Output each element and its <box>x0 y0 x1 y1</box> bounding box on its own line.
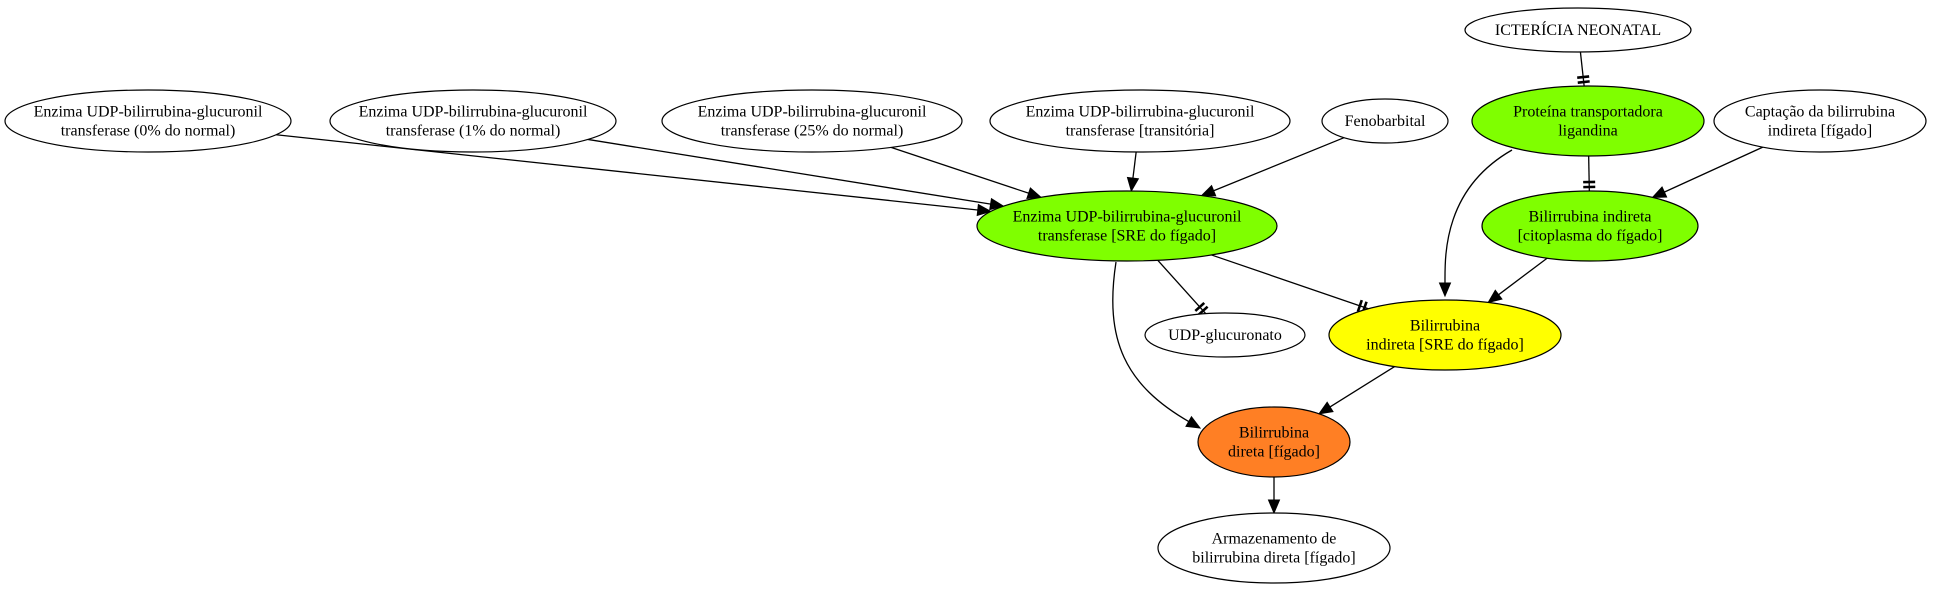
inhibition-tick <box>1577 80 1590 84</box>
inhibition-tick <box>1356 299 1364 312</box>
node-label-line: bilirrubina direta [fígado] <box>1192 550 1356 567</box>
edge-line <box>1588 155 1590 192</box>
node-label-line: ligandina <box>1558 123 1618 140</box>
inhibition-tick <box>1194 301 1206 312</box>
edge-line <box>890 146 1030 195</box>
node-bilirrubina-direta: Bilirrubina direta [fígado] <box>1197 406 1351 478</box>
inhibition-tick <box>1577 75 1590 80</box>
nodes-layer: Enzima UDP-bilirrubina-glucuronil transfe… <box>4 7 1927 584</box>
node-label-line: ICTERÍCIA NEONATAL <box>1495 20 1661 39</box>
arrowhead <box>1438 282 1452 298</box>
edge-line <box>1157 259 1207 315</box>
node-label-line: Armazenamento de <box>1212 531 1337 548</box>
edge-ligandina-to-biliIndSRE <box>1438 149 1513 298</box>
edge-line <box>1132 151 1137 180</box>
edge-line <box>1444 149 1513 285</box>
node-ellipse <box>1471 85 1705 157</box>
edge-enzSRE-to-udp <box>1157 259 1209 316</box>
node-label-line: Fenobarbital <box>1345 113 1426 130</box>
node-label-line: transferase (25% do normal) <box>721 123 904 140</box>
node-label-line: Proteína transportadora <box>1513 104 1663 121</box>
arrowhead <box>1200 184 1217 197</box>
node-ellipse <box>4 89 292 153</box>
node-ellipse <box>1713 89 1927 153</box>
edge-biliCito-to-biliIndSRE <box>1487 257 1548 304</box>
node-label-line: [citoplasma do fígado] <box>1518 228 1663 245</box>
node-proteina-ligandina: Proteína transportadora ligandina <box>1471 85 1705 157</box>
node-ellipse <box>1157 512 1391 584</box>
edge-line <box>1497 257 1548 296</box>
node-captacao-bilirrubina: Captação da bilirrubina indireta [fígado] <box>1713 89 1927 153</box>
node-enzima-1-por-cento: Enzima UDP-bilirrubina-glucuronil transfe… <box>329 89 617 153</box>
node-label-line: UDP-glucuronato <box>1168 327 1282 344</box>
edge-ligandina-to-biliCito <box>1583 155 1596 192</box>
arrowhead <box>1185 415 1202 429</box>
node-bilirrubina-indireta-citoplasma: Bilirrubina indireta [citoplasma do fígad… <box>1481 190 1699 262</box>
edge-line <box>1211 254 1369 310</box>
node-enzima-transitoria: Enzima UDP-bilirrubina-glucuronil transfe… <box>989 89 1291 153</box>
node-label-line: Enzima UDP-bilirrubina-glucuronil <box>698 104 927 121</box>
edge-icter-to-ligandina <box>1577 51 1590 87</box>
node-ellipse <box>1328 299 1562 371</box>
node-ellipse <box>1464 7 1692 53</box>
node-label-line: Bilirrubina indireta <box>1528 209 1651 226</box>
arrowhead <box>1267 499 1281 515</box>
arrowhead <box>1126 176 1140 193</box>
node-ellipse <box>1481 190 1699 262</box>
node-udp-glucuronato: UDP-glucuronato <box>1144 312 1306 358</box>
edge-line <box>587 138 992 205</box>
edge-line <box>1579 51 1585 87</box>
edge-biliDireta-to-armaz <box>1267 477 1281 515</box>
node-label-line: Bilirrubina <box>1410 318 1480 335</box>
node-label-line: transferase (1% do normal) <box>386 123 561 140</box>
node-ellipse <box>976 190 1278 262</box>
node-enzima-sre-figado: Enzima UDP-bilirrubina-glucuronil transfe… <box>976 190 1278 262</box>
node-enzima-25-por-cento: Enzima UDP-bilirrubina-glucuronil transfe… <box>661 89 963 153</box>
arrowhead <box>1026 187 1043 199</box>
node-label-line: Bilirrubina <box>1239 425 1309 442</box>
edge-line <box>1663 146 1764 194</box>
edge-enz25-to-enzSRE <box>890 146 1043 199</box>
node-ellipse <box>1197 406 1351 478</box>
node-label-line: Enzima UDP-bilirrubina-glucuronil <box>359 104 588 121</box>
node-bilirrubina-indireta-sre: Bilirrubina indireta [SRE do fígado] <box>1328 299 1562 371</box>
edge-enzTrans-to-enzSRE <box>1126 151 1140 193</box>
node-label-line: transferase [transitória] <box>1066 123 1215 140</box>
edge-feno-to-enzSRE <box>1200 137 1345 197</box>
node-ellipse <box>989 89 1291 153</box>
arrowhead <box>976 203 992 217</box>
node-label-line: transferase [SRE do fígado] <box>1038 228 1216 245</box>
node-label-line: indireta [fígado] <box>1768 123 1872 140</box>
edge-line <box>1328 365 1395 408</box>
node-ictericia-neonatal: ICTERÍCIA NEONATAL <box>1464 7 1692 53</box>
edge-line <box>1112 261 1190 423</box>
node-ellipse <box>661 89 963 153</box>
node-ellipse <box>1144 312 1306 358</box>
edge-biliIndSRE-to-biliDireta <box>1317 365 1395 415</box>
node-enzima-0-por-cento: Enzima UDP-bilirrubina-glucuronil transfe… <box>4 89 292 153</box>
edge-enzSRE-to-biliDireta <box>1112 261 1202 429</box>
edge-line <box>1212 137 1345 192</box>
arrowhead <box>1651 186 1668 198</box>
node-ellipse <box>1321 98 1449 144</box>
inhibition-tick <box>1197 305 1209 316</box>
node-armazenamento: Armazenamento de bilirrubina direta [fíga… <box>1157 512 1391 584</box>
node-label-line: transferase (0% do normal) <box>61 123 236 140</box>
node-ellipse <box>329 89 617 153</box>
edge-enzSRE-to-biliIndSRE <box>1211 254 1369 314</box>
node-label-line: Enzima UDP-bilirrubina-glucuronil <box>1026 104 1255 121</box>
node-label-line: direta [fígado] <box>1228 444 1320 461</box>
edge-captacao-to-biliCito <box>1651 146 1764 198</box>
arrowhead <box>1317 401 1334 415</box>
node-label-line: Enzima UDP-bilirrubina-glucuronil <box>1013 209 1242 226</box>
node-label-line: Enzima UDP-bilirrubina-glucuronil <box>34 104 263 121</box>
arrowhead <box>1487 289 1503 304</box>
node-label-line: indireta [SRE do fígado] <box>1366 337 1524 354</box>
node-fenobarbital: Fenobarbital <box>1321 98 1449 144</box>
node-label-line: Captação da bilirrubina <box>1745 104 1895 121</box>
